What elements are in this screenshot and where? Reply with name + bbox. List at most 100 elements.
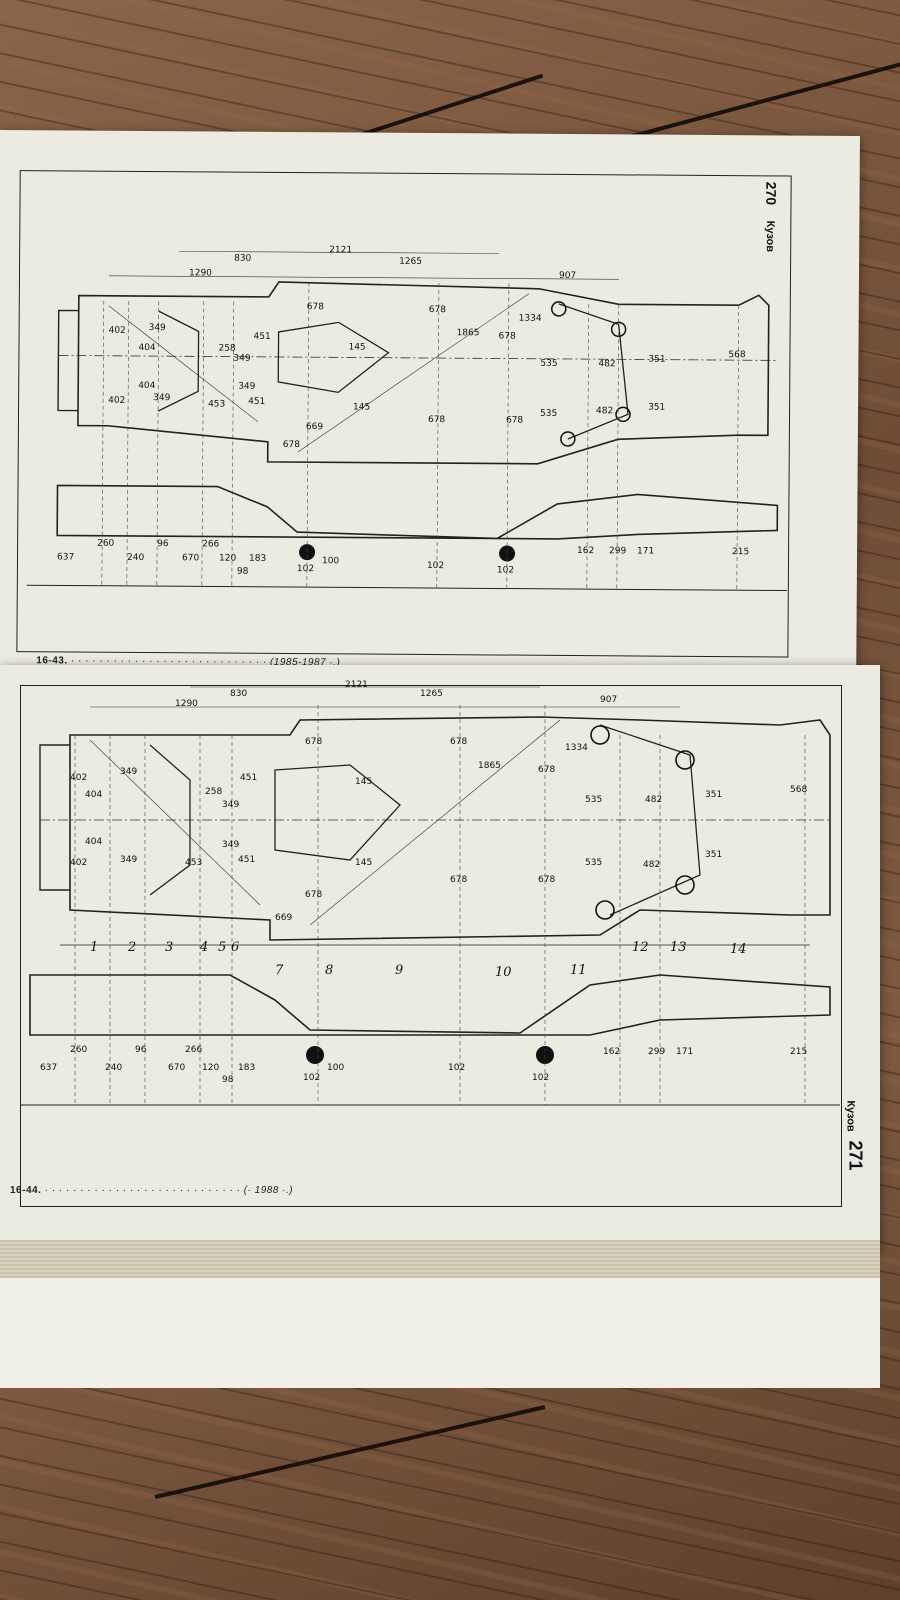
chassis-plan-diagram bbox=[20, 686, 840, 1106]
dim-label: 678 bbox=[306, 302, 324, 313]
dim-label: 183 bbox=[238, 1063, 256, 1073]
dim-label: 482 bbox=[643, 860, 661, 870]
figure-caption: 16-44. · · · · · · · · · · · · · · · · ·… bbox=[10, 1185, 293, 1196]
dim-label: 145 bbox=[353, 402, 371, 413]
book-page-edges bbox=[0, 1240, 880, 1280]
dim-label: 678 bbox=[305, 890, 323, 900]
dim-label: 451 bbox=[238, 855, 256, 865]
dim-label: 145 bbox=[355, 858, 373, 868]
dim-label: 240 bbox=[126, 552, 145, 564]
dim-label: 102 bbox=[426, 560, 445, 572]
dim-label: 349 bbox=[233, 353, 251, 364]
dim-label: 678 bbox=[450, 875, 468, 885]
dim-label: 215 bbox=[790, 1047, 808, 1057]
dim-label: 678 bbox=[282, 439, 301, 451]
section-number: 12 bbox=[632, 940, 649, 955]
dim-label: 351 bbox=[648, 402, 666, 413]
dim-label: 102 bbox=[296, 564, 315, 575]
dim-label: 678 bbox=[450, 737, 468, 747]
dim-label: 349 bbox=[222, 840, 240, 850]
dim-label: 102 bbox=[303, 1073, 321, 1083]
dim-label: 568 bbox=[790, 785, 808, 795]
section-number: 1 bbox=[90, 940, 99, 955]
dim-label: 299 bbox=[609, 546, 627, 557]
dim-label: 482 bbox=[596, 406, 614, 417]
dim-label: 299 bbox=[648, 1047, 666, 1057]
section-number: 7 bbox=[275, 963, 284, 978]
dim-label: 669 bbox=[305, 422, 324, 433]
dim-label: 1334 bbox=[565, 743, 588, 753]
dim-label: 1865 bbox=[456, 328, 480, 339]
dim-label: 404 bbox=[85, 837, 103, 847]
dim-label: 402 bbox=[70, 773, 88, 783]
dim-label: 183 bbox=[248, 553, 267, 564]
section-number: 11 bbox=[570, 963, 587, 978]
dim-label: 404 bbox=[138, 342, 156, 354]
chassis-plan-diagram bbox=[26, 250, 787, 592]
dim-label: 678 bbox=[498, 331, 516, 342]
dim-label: 240 bbox=[105, 1063, 123, 1073]
dim-label: 2121 bbox=[345, 680, 368, 690]
dim-label: 1290 bbox=[175, 699, 198, 709]
dim-label: 1334 bbox=[518, 313, 542, 324]
dim-label: 1290 bbox=[188, 268, 212, 279]
dim-label: 145 bbox=[348, 342, 366, 353]
section-number: 4 bbox=[200, 940, 209, 955]
dim-label: 349 bbox=[148, 323, 166, 334]
dim-label: 102 bbox=[496, 565, 515, 576]
dim-label: 351 bbox=[705, 790, 723, 800]
dim-label: 162 bbox=[603, 1047, 621, 1057]
dim-label: 830 bbox=[234, 253, 252, 264]
dim-label: 100 bbox=[321, 556, 340, 567]
dim-label: 266 bbox=[202, 539, 220, 550]
dim-label: 453 bbox=[185, 858, 203, 868]
dim-label: 120 bbox=[218, 553, 237, 564]
dim-label: 260 bbox=[70, 1045, 88, 1055]
dim-label: 451 bbox=[253, 331, 271, 342]
dim-label: 637 bbox=[56, 552, 75, 563]
dim-label: 402 bbox=[108, 395, 126, 406]
dim-label: 907 bbox=[600, 695, 618, 705]
dim-label: 120 bbox=[202, 1063, 220, 1073]
dim-label: 96 bbox=[157, 539, 169, 550]
page-frame bbox=[20, 685, 842, 1207]
caption-dots: · · · · · · · · · · · · · · · · · · · · … bbox=[44, 1185, 244, 1196]
dim-label: 535 bbox=[539, 408, 558, 419]
dim-label: 402 bbox=[70, 858, 88, 868]
section-number: 5 bbox=[218, 940, 227, 955]
dim-label: 1265 bbox=[399, 256, 423, 267]
dim-label: 678 bbox=[427, 414, 446, 426]
underlying-sheet bbox=[0, 1278, 880, 1388]
dim-label: 451 bbox=[248, 396, 266, 407]
dim-label: 215 bbox=[732, 547, 750, 558]
dim-label: 98 bbox=[236, 566, 249, 577]
dim-label: 349 bbox=[238, 381, 256, 392]
dim-label: 678 bbox=[538, 765, 556, 775]
dim-label: 404 bbox=[85, 790, 103, 800]
section-number: 8 bbox=[325, 963, 334, 978]
figure-number: 16-44. bbox=[10, 1185, 42, 1196]
dim-label: 830 bbox=[230, 689, 248, 699]
dim-label: 907 bbox=[558, 270, 577, 282]
dim-label: 258 bbox=[205, 787, 223, 797]
section-number: 10 bbox=[495, 965, 512, 980]
section-number: 3 bbox=[165, 940, 174, 955]
dim-label: 568 bbox=[728, 350, 746, 361]
dim-label: 96 bbox=[135, 1045, 147, 1055]
dim-label: 145 bbox=[355, 777, 373, 787]
dim-label: 1265 bbox=[420, 689, 443, 699]
dim-label: 669 bbox=[275, 913, 293, 923]
dim-label: 535 bbox=[585, 858, 603, 868]
dim-label: 678 bbox=[505, 415, 524, 426]
dim-label: 482 bbox=[645, 795, 663, 805]
dim-label: 102 bbox=[448, 1063, 466, 1073]
dim-label: 678 bbox=[538, 875, 556, 885]
dim-label: 1865 bbox=[478, 761, 501, 771]
dim-label: 670 bbox=[168, 1063, 186, 1073]
figure-years: (· 1988 ·.) bbox=[243, 1185, 294, 1196]
dim-label: 266 bbox=[185, 1045, 203, 1055]
dim-label: 98 bbox=[222, 1075, 234, 1085]
section-number: 6 bbox=[231, 940, 240, 955]
page-270: 270 Кузов 830 2121 1265 907 1290 678 bbox=[0, 130, 860, 676]
page-271: 271 Кузов 830 2121 1265 907 1290 bbox=[0, 665, 880, 1255]
